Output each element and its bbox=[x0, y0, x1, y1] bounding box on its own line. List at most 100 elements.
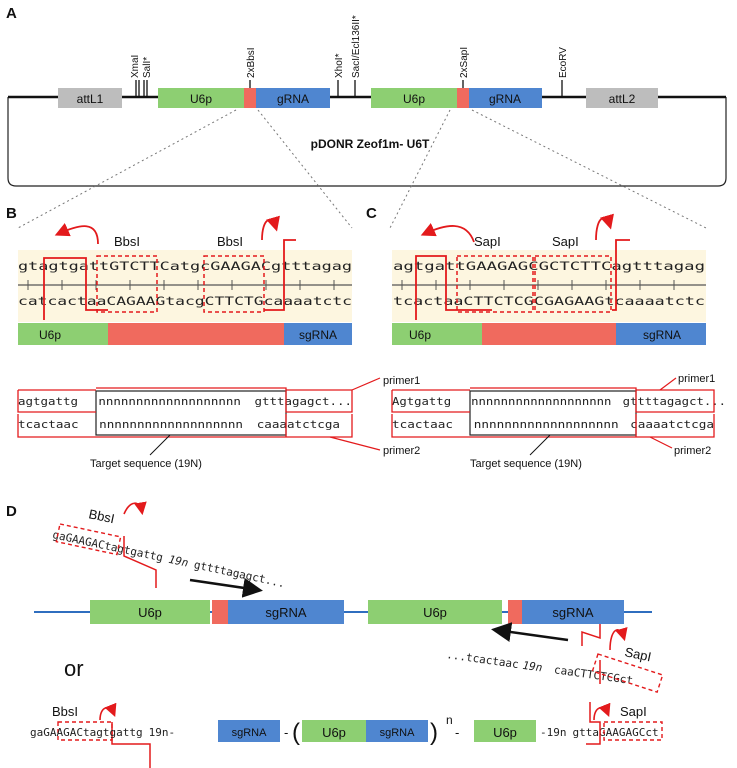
b-ruler-ticks bbox=[27, 280, 335, 290]
b-primer1-label: primer1 bbox=[383, 375, 420, 387]
c-seq-background bbox=[392, 250, 706, 322]
site-ecorv: EcoRV bbox=[558, 47, 569, 78]
d-forward-bbsi-box bbox=[55, 523, 122, 556]
c-cut-line-right bbox=[612, 239, 630, 311]
d-bottom-paren-open: ( bbox=[292, 719, 300, 746]
u6p-label-2: U6p bbox=[403, 92, 425, 106]
u6p-label-1: U6p bbox=[190, 92, 212, 106]
c-primer1-pointer bbox=[659, 377, 677, 391]
d-bottom-dash-1: - bbox=[284, 725, 288, 740]
site-sali: SalI* bbox=[142, 57, 153, 78]
attl1-label: attL1 bbox=[77, 92, 104, 106]
d-bbsi-label: BbsI bbox=[87, 506, 116, 526]
c-primer2-outline bbox=[391, 414, 715, 438]
d-sgrna-label-1: sgRNA bbox=[265, 605, 307, 620]
d-bottom-sapi-label: SapI bbox=[620, 704, 647, 719]
d-track: U6p sgRNA U6p sgRNA bbox=[34, 600, 652, 624]
c-cut-arrow-right bbox=[595, 213, 614, 241]
u6p-box-1 bbox=[158, 88, 244, 108]
b-bbsi-site-box-2 bbox=[203, 255, 265, 313]
b-enzyme-label-2: BbsI bbox=[217, 234, 243, 249]
grna-box-1 bbox=[256, 88, 330, 108]
plasmid-map: attL1 U6p gRNA U6p gRNA attL2 XmaI SalI*… bbox=[7, 15, 727, 187]
plasmid-backbone bbox=[7, 97, 727, 187]
d-bottom-repeat-n: n bbox=[446, 713, 453, 727]
site-bbsi-2x: 2xBbsI bbox=[246, 47, 257, 78]
c-sapi-site-box-2 bbox=[534, 255, 612, 313]
d-u6p-label-2: U6p bbox=[423, 605, 447, 620]
c-stuffer-bar bbox=[482, 323, 616, 345]
c-u6p-label: U6p bbox=[409, 328, 431, 342]
c-primer1-label: primer1 bbox=[678, 373, 715, 385]
d-spacer-2 bbox=[508, 600, 522, 624]
d-forward-cut-arrow bbox=[123, 501, 147, 516]
c-sgrna-bar bbox=[616, 323, 706, 345]
d-bottom-sapi-box bbox=[603, 721, 663, 741]
d-bottom-sgrna-box bbox=[218, 720, 280, 742]
bbsi-spacer bbox=[244, 88, 256, 108]
d-bottom-dash-2: - bbox=[455, 725, 459, 740]
site-saci: SacI/Ecl136II* bbox=[351, 15, 362, 78]
d-bottom-sgrna-label-2: sgRNA bbox=[380, 727, 416, 739]
d-bottom-paren-close: ) bbox=[430, 719, 438, 746]
c-cut-line-left bbox=[415, 255, 492, 320]
d-bottom-u6p-box bbox=[302, 720, 366, 742]
b-cut-arrow-left bbox=[54, 222, 99, 245]
c-sgrna-label: sgRNA bbox=[643, 328, 681, 342]
d-bottom-sapi-cut bbox=[586, 702, 601, 745]
c-sapi-site-box-1 bbox=[456, 255, 534, 313]
site-ticks bbox=[135, 80, 563, 97]
c-primer1-outline bbox=[391, 387, 715, 413]
d-bottom-bbsi-label: BbsI bbox=[52, 704, 78, 719]
grna-label-1: gRNA bbox=[277, 92, 309, 106]
b-stuffer-bar bbox=[108, 323, 284, 345]
d-bottom-sgrna-box-2 bbox=[366, 720, 428, 742]
c-target-pointer bbox=[529, 434, 551, 456]
d-u6p-label-1: U6p bbox=[138, 605, 162, 620]
zoom-lines bbox=[17, 109, 707, 229]
b-target-pointer bbox=[149, 434, 171, 456]
b-sgrna-bar bbox=[284, 323, 352, 345]
d-sgrna-label-2: sgRNA bbox=[552, 605, 594, 620]
sapi-spacer bbox=[457, 88, 469, 108]
panel-label-a: A bbox=[6, 5, 17, 22]
b-primer1-outline bbox=[17, 387, 353, 413]
d-bottom-u6p-end-label: U6p bbox=[493, 725, 517, 740]
d-bottom-bbsi-cut bbox=[111, 722, 151, 768]
b-primer1-pointer bbox=[351, 377, 381, 391]
u6p-box-2 bbox=[371, 88, 457, 108]
b-u6p-label: U6p bbox=[39, 328, 61, 342]
d-spacer-1 bbox=[212, 600, 228, 624]
site-xhoi: XhoI* bbox=[334, 53, 345, 78]
d-sgrna-box-1 bbox=[228, 600, 344, 624]
c-u6p-bar bbox=[392, 323, 482, 345]
attl1-box bbox=[58, 88, 122, 108]
d-sgrna-box-2 bbox=[522, 600, 624, 624]
c-primer2-label: primer2 bbox=[674, 445, 711, 457]
c-enzyme-label-2: SapI bbox=[552, 234, 579, 249]
b-sgrna-label: sgRNA bbox=[299, 328, 337, 342]
b-u6p-bar bbox=[18, 323, 108, 345]
d-sapi-label: SapI bbox=[623, 644, 652, 664]
panel-label-d: D bbox=[6, 503, 17, 520]
d-u6p-box-1 bbox=[90, 600, 210, 624]
c-target-box bbox=[469, 390, 637, 436]
d-forward-arrow bbox=[189, 577, 263, 598]
c-primer2-pointer bbox=[649, 436, 673, 449]
